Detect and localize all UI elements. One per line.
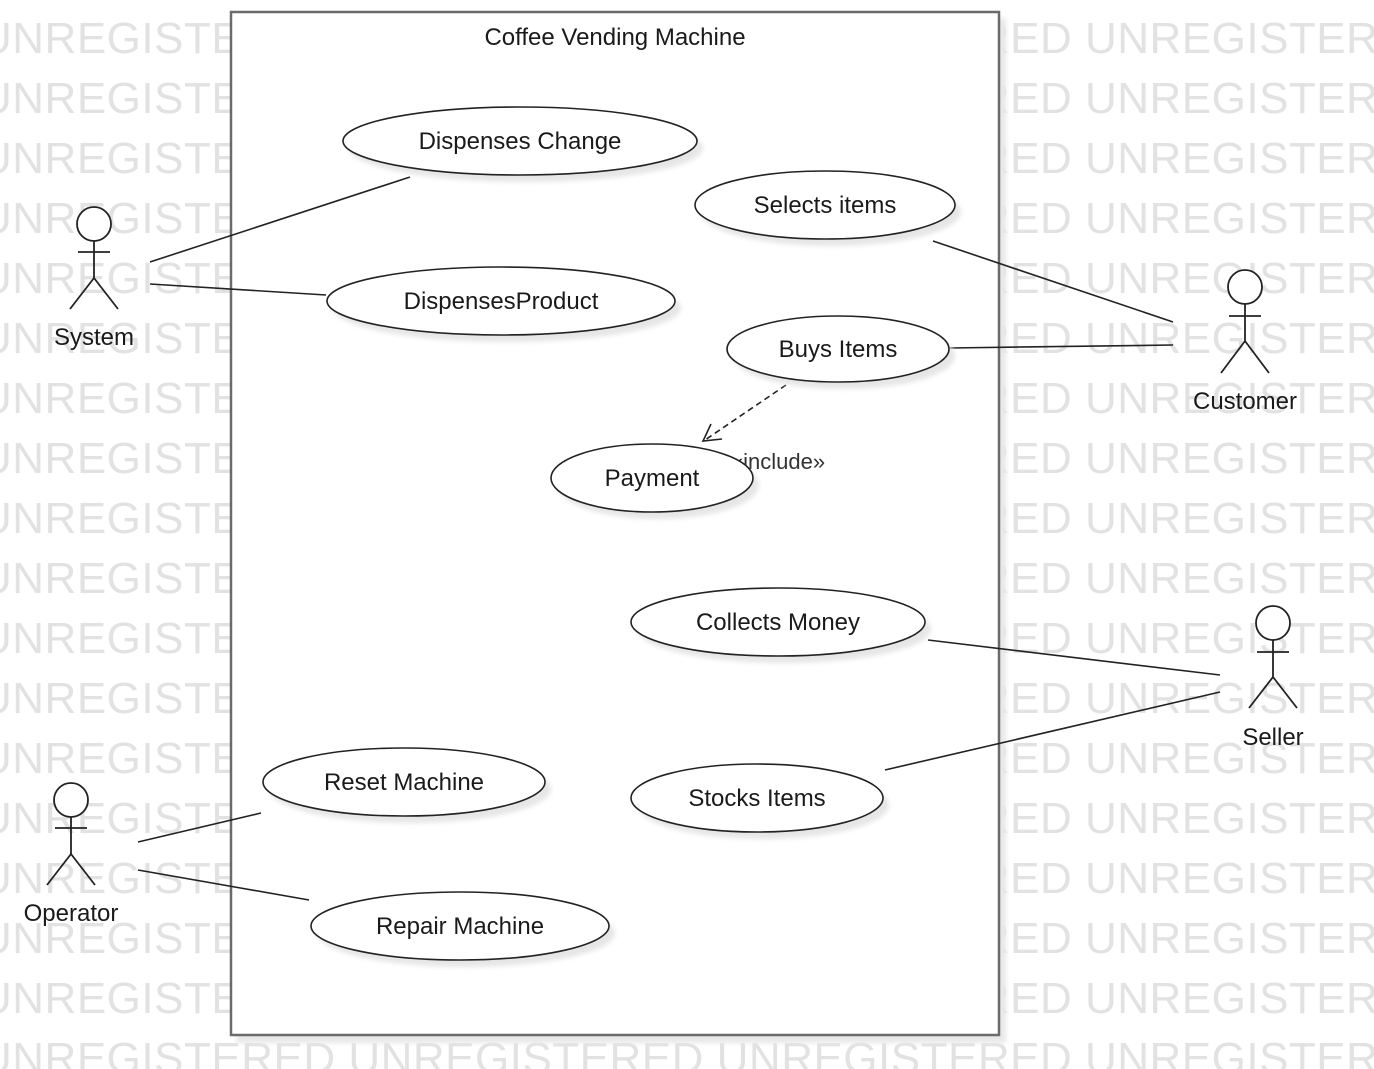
use-case-label: DispensesProduct xyxy=(404,288,599,315)
use-case-label: Selects items xyxy=(754,192,897,219)
use-case-dispenses-product[interactable]: DispensesProduct xyxy=(326,266,681,342)
actor-label: Seller xyxy=(1242,724,1303,751)
actor-label: System xyxy=(54,324,134,351)
assoc-operator-reset-machine xyxy=(137,812,262,843)
actor-system[interactable]: System xyxy=(54,206,134,351)
stick-figure-icon xyxy=(1220,269,1270,374)
actor-label: Customer xyxy=(1193,388,1297,415)
actor-label: Operator xyxy=(24,900,119,927)
actor-customer[interactable]: Customer xyxy=(1193,269,1297,415)
use-case-label: Payment xyxy=(605,465,700,492)
use-case-stocks-items[interactable]: Stocks Items xyxy=(630,763,889,839)
actor-operator[interactable]: Operator xyxy=(24,782,119,927)
use-case-label: Repair Machine xyxy=(376,913,544,940)
use-case-label: Collects Money xyxy=(696,609,860,636)
use-case-label: Stocks Items xyxy=(688,785,825,812)
use-case-buys-items[interactable]: Buys Items xyxy=(726,315,955,389)
use-case-selects-items[interactable]: Selects items xyxy=(694,170,961,246)
assoc-customer-selects-items xyxy=(932,240,1174,323)
assoc-seller-stocks-items xyxy=(884,691,1221,771)
stick-figure-icon xyxy=(46,782,96,886)
system-title: Coffee Vending Machine xyxy=(484,24,745,51)
use-case-payment[interactable]: Payment xyxy=(550,443,759,519)
stick-figure-icon xyxy=(1248,605,1298,709)
use-case-dispenses-change[interactable]: Dispenses Change xyxy=(342,106,703,182)
use-case-repair-machine[interactable]: Repair Machine xyxy=(310,891,615,967)
use-case-reset-machine[interactable]: Reset Machine xyxy=(262,747,551,823)
use-case-collects-money[interactable]: Collects Money xyxy=(630,587,931,663)
assoc-operator-repair-machine xyxy=(137,869,310,901)
associations xyxy=(137,176,1221,901)
use-case-label: Dispenses Change xyxy=(419,128,622,155)
stick-figure-icon xyxy=(69,206,119,310)
assoc-customer-buys-items xyxy=(949,344,1174,349)
use-case-label: Reset Machine xyxy=(324,769,484,796)
assoc-system-dispenses-change xyxy=(149,176,411,263)
use-case-label: Buys Items xyxy=(779,336,898,363)
assoc-system-dispenses-product xyxy=(149,283,327,296)
assoc-seller-collects-money xyxy=(927,639,1221,676)
actor-seller[interactable]: Seller xyxy=(1242,605,1304,751)
